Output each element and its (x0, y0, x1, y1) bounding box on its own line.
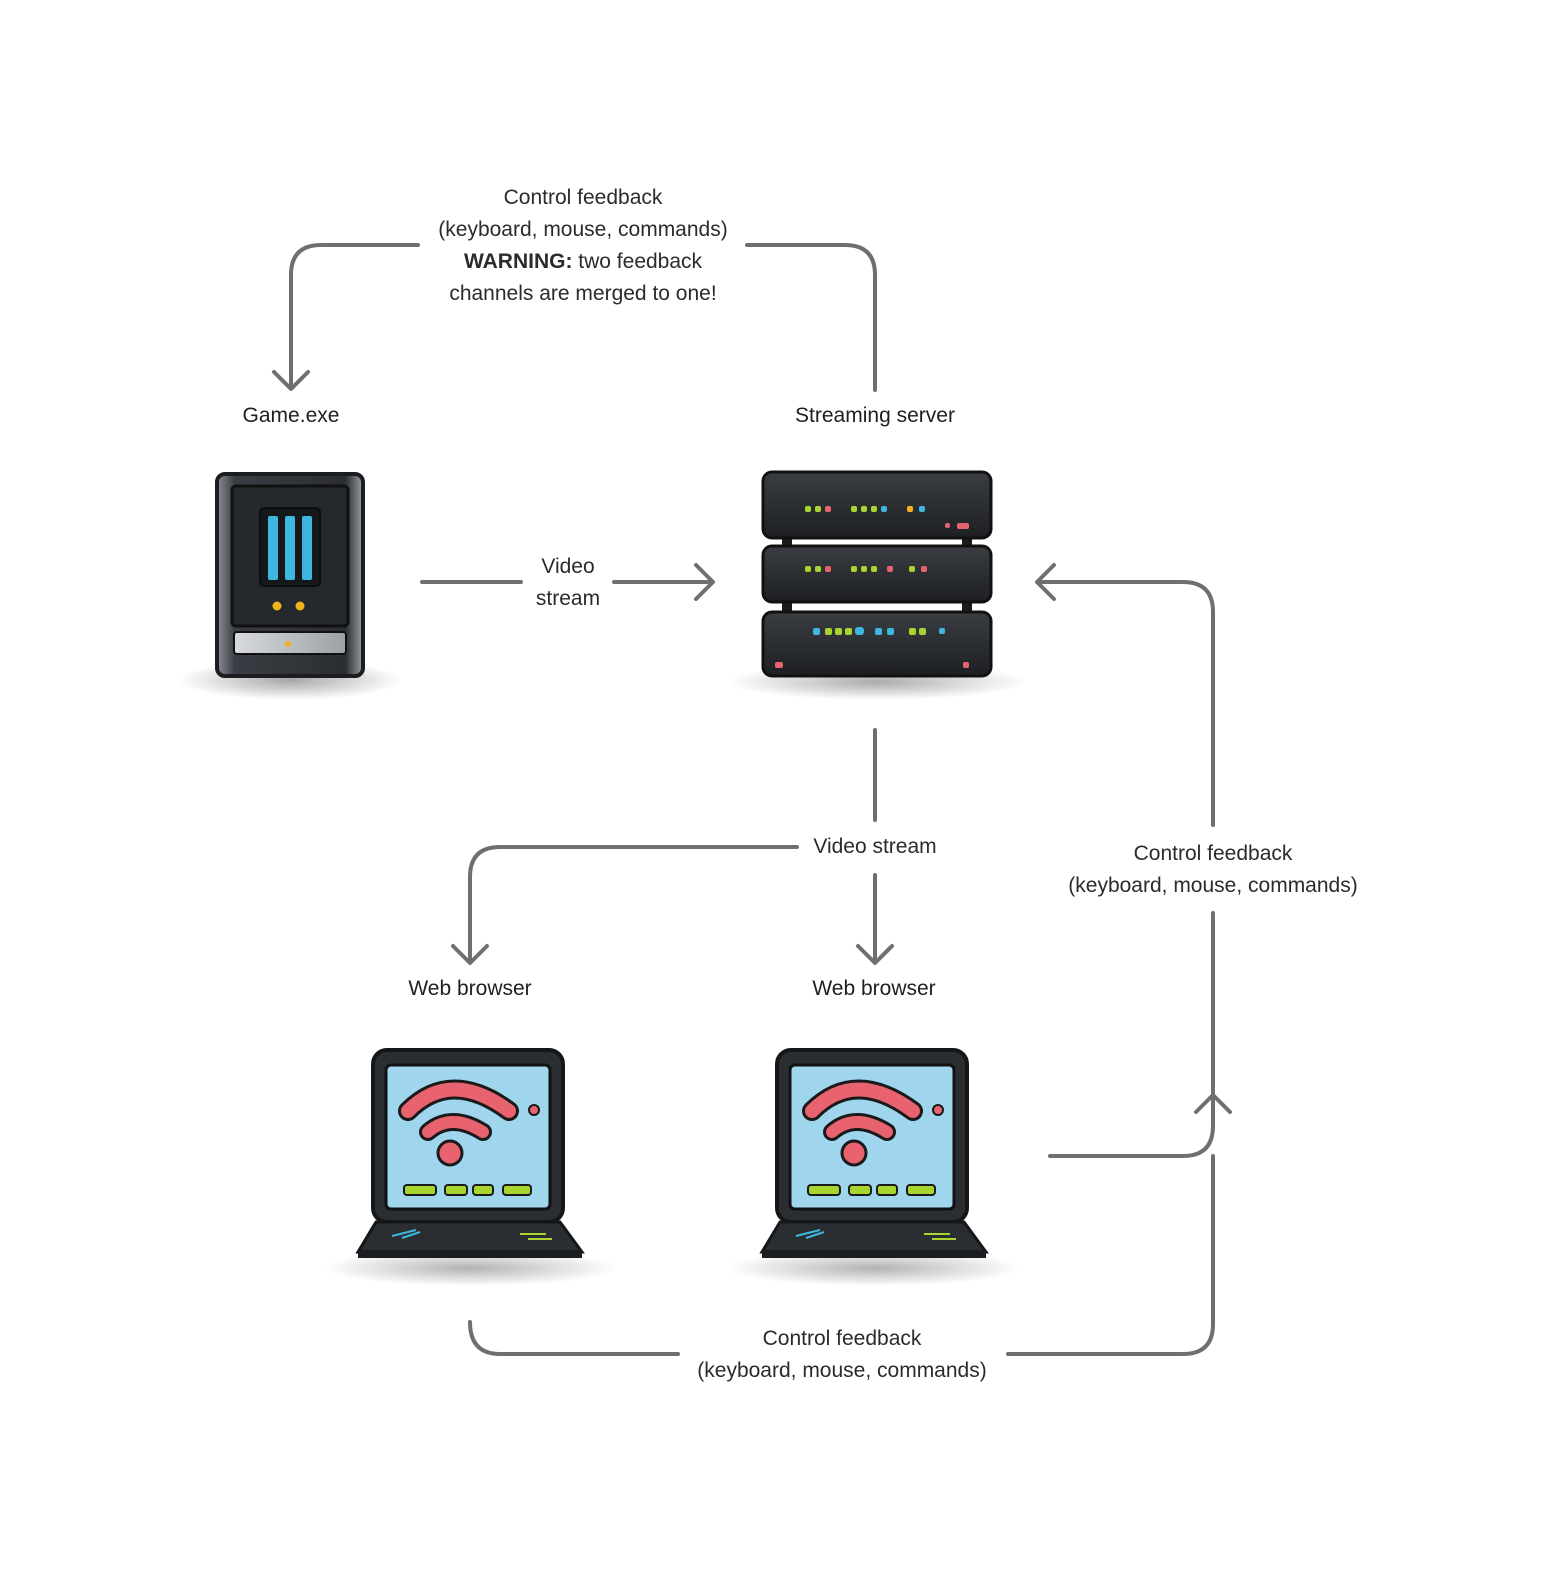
browser-right-node-title: Web browser (812, 977, 936, 1000)
right-feedback-line1: Control feedback (1133, 842, 1293, 865)
bottom-feedback-line1: Control feedback (762, 1327, 922, 1350)
top-feedback-arrowhead (272, 370, 310, 391)
server-video-label: Video stream (813, 835, 937, 858)
server-video-arrowhead (856, 944, 894, 965)
bottom-feedback-connector (1006, 1154, 1215, 1356)
right-feedback-label: Control feedback (keyboard, mouse, comma… (1043, 838, 1383, 902)
bottom-feedback-line2: (keyboard, mouse, commands) (697, 1359, 987, 1382)
top-feedback-line4: channels are merged to one! (449, 282, 717, 305)
top-feedback-line1: Control feedback (503, 186, 663, 209)
right-feedback-connector (1036, 580, 1215, 827)
game-node-title: Game.exe (242, 404, 340, 427)
right-feedback-connector (1048, 1095, 1215, 1158)
game-video-line2: stream (535, 587, 601, 610)
server-node-title: Streaming server (795, 404, 955, 427)
top-feedback-connector (289, 243, 420, 390)
game-video-arrowhead (694, 563, 715, 601)
top-feedback-warning-line: WARNING: two feedback (400, 246, 766, 278)
server-video-connector (468, 845, 799, 964)
warning-text: two feedback (572, 250, 703, 273)
browser-computer-icon (726, 1048, 1022, 1286)
game-video-line1: Video (541, 555, 595, 578)
right-feedback-arrowhead (1194, 1093, 1232, 1114)
bottom-feedback-label: Control feedback (keyboard, mouse, comma… (672, 1323, 1012, 1387)
bottom-feedback-connector (468, 1320, 680, 1356)
right-feedback-line2: (keyboard, mouse, commands) (1068, 874, 1358, 897)
top-feedback-line2: (keyboard, mouse, commands) (438, 218, 728, 241)
top-feedback-connector (745, 243, 877, 392)
server-rack-icon (727, 470, 1027, 700)
game-pc-tower-icon (178, 472, 402, 700)
browser-computer-icon (322, 1048, 618, 1286)
right-feedback-arrowhead (1035, 563, 1056, 601)
game-video-label: Video stream (508, 551, 628, 615)
browser-left-node-title: Web browser (408, 977, 532, 1000)
warning-label: WARNING: (463, 250, 573, 273)
server-video-arrowhead (451, 944, 489, 965)
top-feedback-label: Control feedback (keyboard, mouse, comma… (400, 182, 766, 310)
